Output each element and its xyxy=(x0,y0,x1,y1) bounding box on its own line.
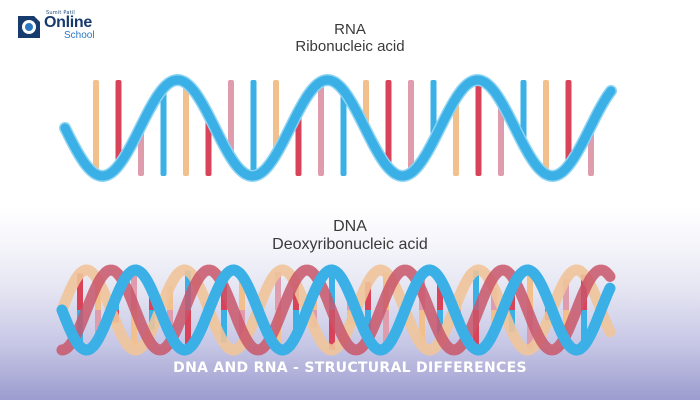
rna-base xyxy=(160,88,167,176)
dna-base xyxy=(329,270,335,310)
rna-base xyxy=(273,80,279,155)
dna-base xyxy=(329,310,335,350)
dna-base xyxy=(365,310,371,338)
rna-base xyxy=(453,98,459,176)
dna-base xyxy=(581,310,587,346)
caption-title: DNA AND RNA - STRUCTURAL DIFFERENCES xyxy=(173,360,527,376)
dna-base xyxy=(185,310,191,349)
dna-base xyxy=(419,310,425,346)
rna-abbreviation: RNA xyxy=(334,21,366,38)
rna-base xyxy=(385,80,392,168)
dna-base xyxy=(77,273,83,310)
rna-base xyxy=(475,80,482,176)
rna-base xyxy=(115,80,122,166)
dna-base xyxy=(95,310,101,340)
rna-full-name: Ribonucleic acid xyxy=(295,38,405,55)
dna-backbone-red xyxy=(56,264,616,356)
dna-base xyxy=(437,278,443,310)
rna-backbone xyxy=(60,75,616,181)
rna-base xyxy=(408,80,414,173)
logo-o-icon xyxy=(18,16,40,38)
dna-base xyxy=(527,270,533,310)
dna-backbone-blue xyxy=(56,264,616,356)
rna-base xyxy=(565,80,572,166)
dna-full-name: Deoxyribonucleic acid xyxy=(272,236,428,253)
rna-base xyxy=(520,80,527,145)
rna-base xyxy=(93,80,99,175)
dna-abbreviation: DNA xyxy=(333,218,367,235)
dna-helix xyxy=(56,264,616,356)
dna-base xyxy=(239,275,245,310)
rna-helix xyxy=(59,73,617,183)
dna-base xyxy=(275,271,281,310)
logo-tagline: Sumit Patil xyxy=(46,10,75,16)
rna-base xyxy=(183,83,189,176)
dna-base xyxy=(383,310,389,348)
rna-base xyxy=(250,80,257,176)
dna-base xyxy=(131,270,137,310)
logo-word-school: School xyxy=(64,30,95,41)
rna-base xyxy=(228,80,234,158)
rna-base xyxy=(543,80,549,175)
rna-base xyxy=(340,90,347,176)
dna-base xyxy=(473,270,479,310)
logo-word-online: Online xyxy=(44,14,92,31)
dna-base xyxy=(563,278,569,310)
dna-base xyxy=(365,282,371,310)
rna-base xyxy=(318,81,324,176)
dna-base xyxy=(221,310,227,343)
rna-base xyxy=(498,101,504,176)
online-school-logo: Sumit Patil Online School xyxy=(14,10,114,42)
dna-base xyxy=(131,310,137,350)
dna-backbone-peach xyxy=(56,264,616,356)
rna-base xyxy=(295,111,302,176)
